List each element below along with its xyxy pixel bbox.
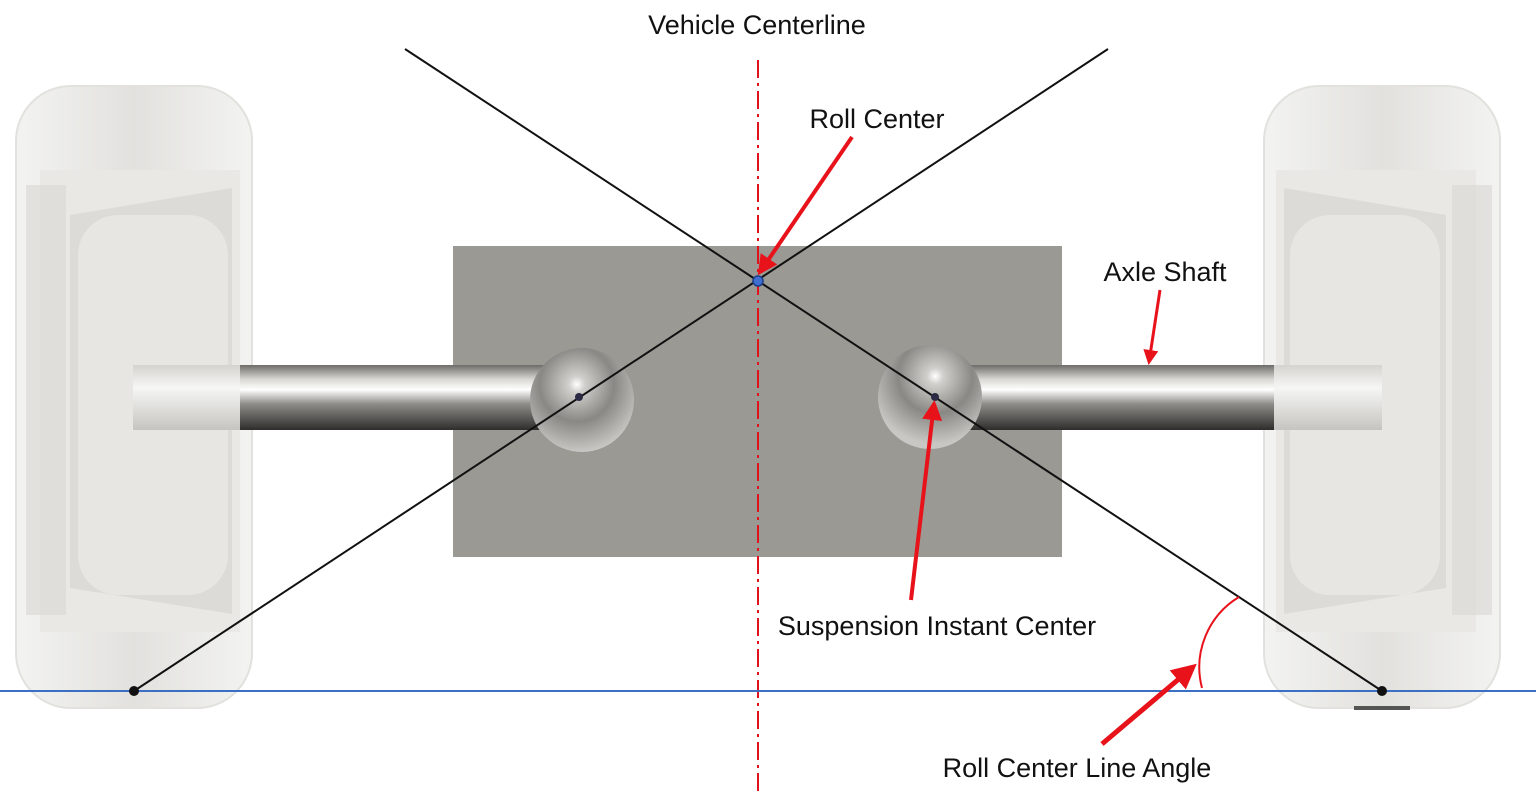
roll-center-line-angle-arc: [1198, 596, 1240, 689]
roll-center-arrow: [757, 135, 854, 276]
axle-shaft-arrow: [1143, 289, 1162, 365]
right-instant-center-point: [931, 393, 939, 401]
left-contact-point: [129, 686, 139, 696]
axle-shaft-label: Axle Shaft: [1103, 257, 1227, 287]
left-roll-center-line: [133, 48, 1109, 692]
right-axle-shaft: [965, 365, 1382, 430]
suspension-instant-center-label: Suspension Instant Center: [778, 611, 1096, 641]
left-instant-center-point: [575, 393, 583, 401]
right-contact-point: [1377, 686, 1387, 696]
right-roll-center-line: [404, 48, 1383, 692]
roll-center-label: Roll Center: [809, 104, 944, 134]
roll-center-line-angle-arrow: [1100, 663, 1197, 746]
right-axle-joint: [878, 345, 982, 449]
roll-center-point: [752, 275, 764, 287]
left-axle-shaft: [133, 365, 550, 430]
roll-center-line-angle-label: Roll Center Line Angle: [943, 753, 1212, 783]
vehicle-centerline-label: Vehicle Centerline: [648, 10, 866, 40]
suspension-instant-center-arrow: [909, 400, 943, 601]
left-axle-joint: [530, 348, 634, 452]
